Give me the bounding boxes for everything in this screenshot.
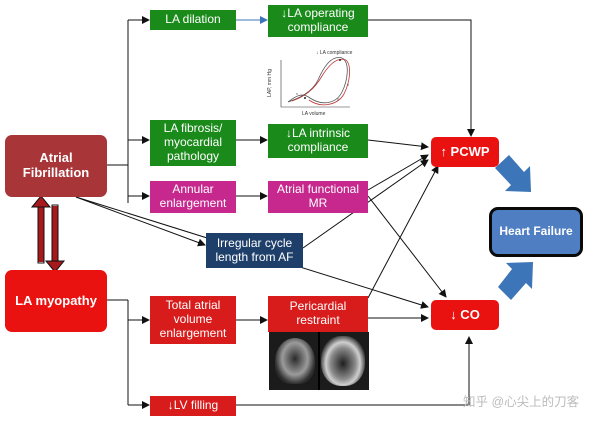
inset-plot-title: ↓ LA compliance	[316, 50, 353, 56]
inset-plot-ylabel: LAP, mm Hg	[266, 69, 273, 97]
node-atrial-functional-mr: Atrial functional MR	[268, 181, 368, 213]
inset-pressure-volume-plot: x y v	[280, 57, 350, 108]
node-total-atrial-volume: Total atrial volume enlargement	[150, 296, 236, 344]
node-la-intrinsic-compliance: ↓LA intrinsic compliance	[268, 124, 368, 158]
svg-text:y: y	[337, 96, 339, 101]
svg-text:x: x	[296, 91, 298, 96]
arrow-mr-to-pcwp	[367, 154, 429, 191]
node-lv-filling: ↓LV filling	[150, 396, 236, 416]
node-atrial-fibrillation: Atrial Fibrillation	[5, 135, 107, 197]
arrow-pericardial-to-pcwp	[367, 165, 439, 299]
node-pericardial-restraint: Pericardial restraint	[268, 296, 368, 332]
arrow-lvfilling-to-co	[236, 336, 473, 406]
node-co: ↓ CO	[431, 300, 499, 330]
echocardiogram-image	[269, 332, 369, 390]
arrow-mr-to-co	[367, 195, 447, 298]
node-la-myopathy: LA myopathy	[5, 270, 107, 332]
bidirectional-arrow	[30, 195, 66, 273]
node-irregular-cycle-length: Irregular cycle length from AF	[206, 233, 303, 268]
arrow-af-to-irregular	[75, 196, 206, 247]
node-heart-failure: Heart Failure	[489, 207, 583, 257]
inset-plot-xlabel: LA volume	[302, 111, 326, 117]
svg-text:v: v	[347, 82, 349, 87]
node-la-dilation: LA dilation	[150, 10, 236, 30]
node-pcwp: ↑ PCWP	[431, 137, 499, 167]
big-arrow-co-to-hf	[498, 262, 533, 300]
arrow-operating-to-pcwp	[368, 19, 475, 137]
node-annular-enlargement: Annular enlargement	[150, 181, 236, 213]
node-la-operating-compliance: ↓LA operating compliance	[268, 5, 368, 37]
watermark: 知乎 @心尖上的刀客	[463, 395, 580, 409]
arrow-intrinsic-to-pcwp	[367, 139, 429, 151]
big-arrow-pcwp-to-hf	[495, 155, 531, 192]
node-la-fibrosis: LA fibrosis/ myocardial pathology	[150, 120, 236, 166]
